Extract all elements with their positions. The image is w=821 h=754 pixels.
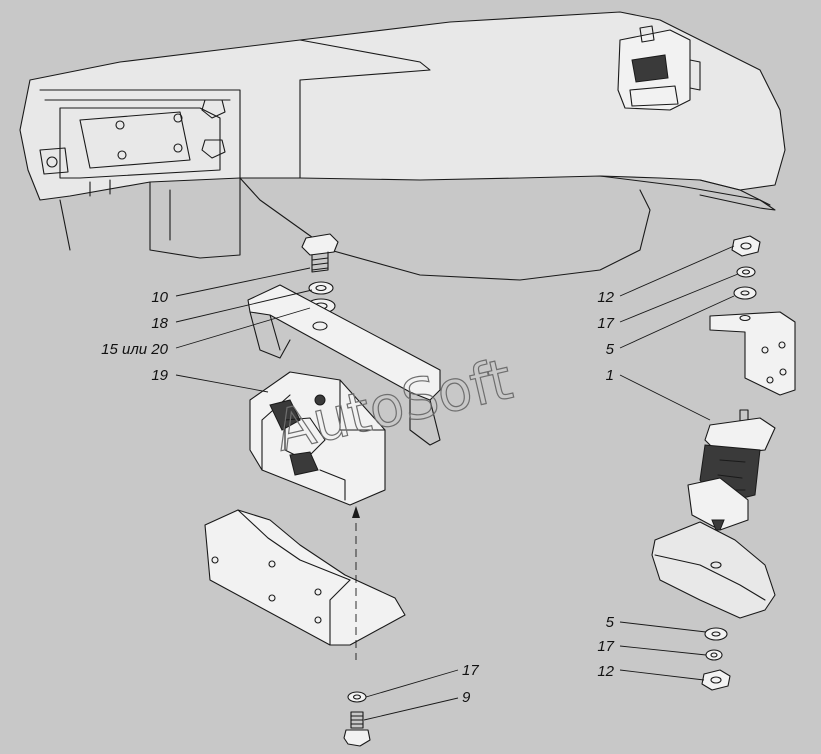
callout-12-bottom: 12 xyxy=(597,663,614,680)
callout-17-left: 17 xyxy=(462,662,479,679)
leader-lines xyxy=(175,245,739,721)
lock-washer-17-bottom xyxy=(705,649,723,661)
bolt-10 xyxy=(301,233,339,273)
callout-17-top: 17 xyxy=(597,315,614,332)
callout-17-bottom: 17 xyxy=(597,638,614,655)
callout-5-top: 5 xyxy=(606,341,615,358)
washer-18 xyxy=(308,281,334,295)
bracket-lower-left xyxy=(204,509,406,646)
washer-5-bottom xyxy=(704,627,728,641)
callout-labels: 10 18 15 или 20 19 12 17 5 1 5 17 12 17 … xyxy=(101,289,615,706)
callout-12-top: 12 xyxy=(597,289,614,306)
rubber-cushion-19 xyxy=(249,371,386,506)
washer-5-top xyxy=(733,286,757,300)
bracket-upper-right xyxy=(709,311,796,396)
axis-line-left xyxy=(352,506,360,660)
callout-9: 9 xyxy=(462,689,471,706)
lock-washer-17-top xyxy=(736,266,756,278)
callout-19: 19 xyxy=(151,367,168,384)
callout-18: 18 xyxy=(151,315,168,332)
callout-10: 10 xyxy=(151,289,168,306)
nut-12-top xyxy=(731,235,761,257)
nut-12-bottom xyxy=(701,669,731,691)
frame-bracket-right xyxy=(651,521,776,619)
bracket-upper-left xyxy=(247,284,441,446)
callout-5-bottom: 5 xyxy=(606,614,615,631)
vehicle-frame-assembly xyxy=(19,11,786,281)
rubber-support-1 xyxy=(687,409,776,531)
bolt-9 xyxy=(343,711,371,747)
callout-1: 1 xyxy=(606,367,614,384)
lock-washer-17-left xyxy=(347,691,367,703)
callout-15-or-20: 15 или 20 xyxy=(101,341,169,358)
